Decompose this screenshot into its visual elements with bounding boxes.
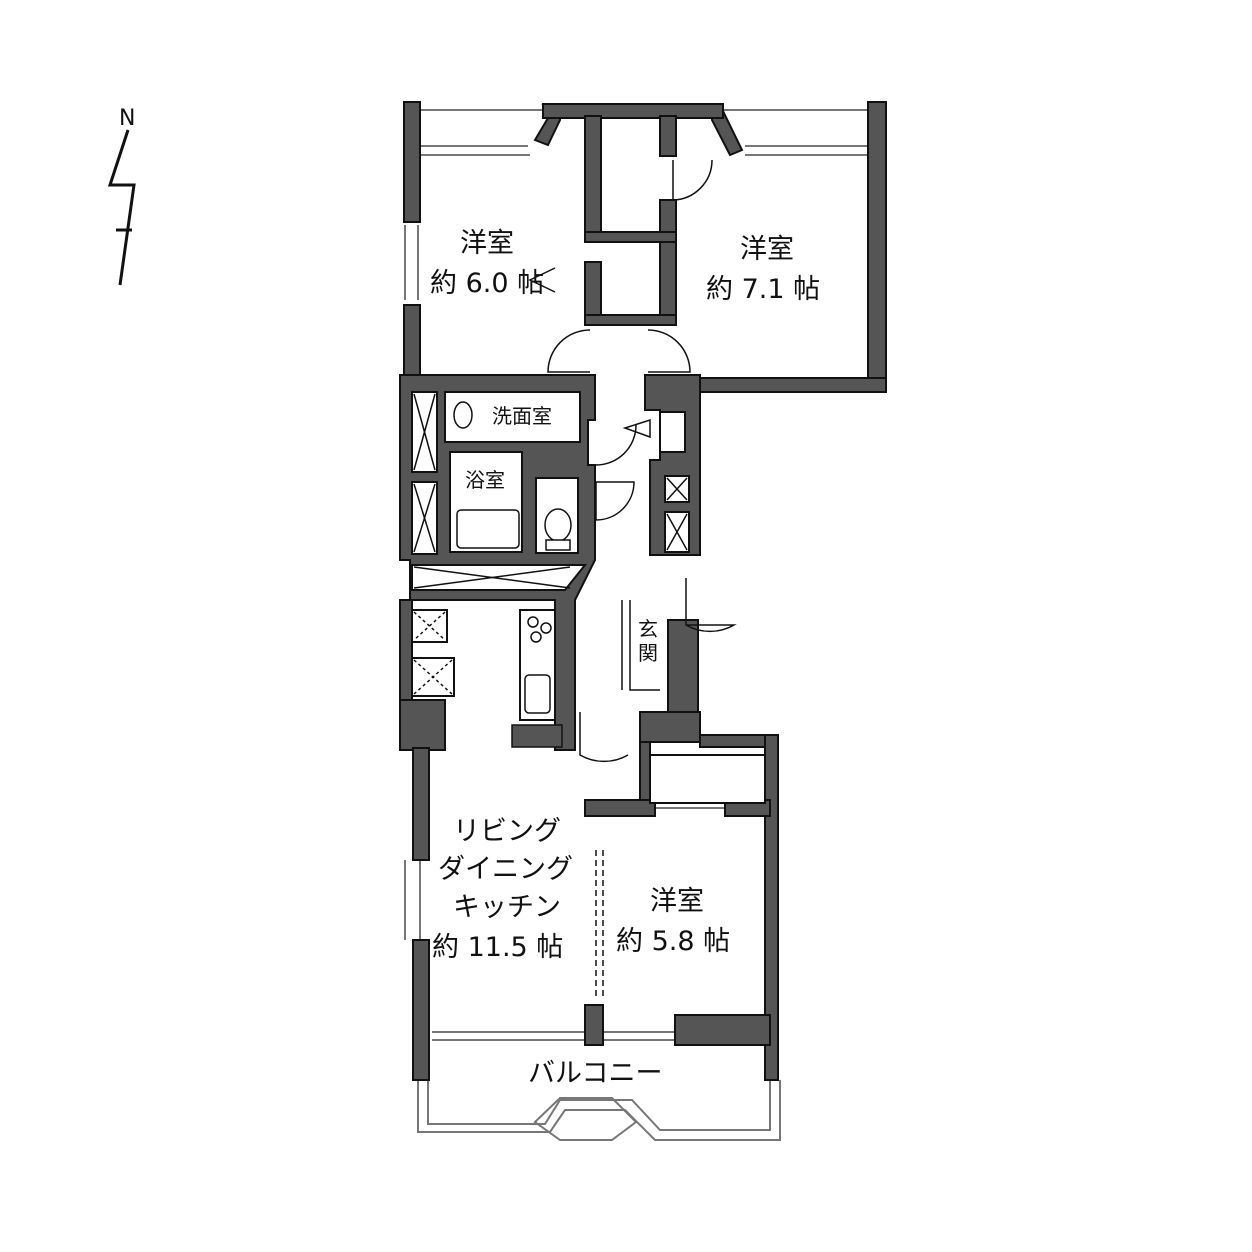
sanitary-fixtures [453,401,572,748]
bathroom-label: 浴室 [465,468,505,492]
window-lines [404,109,878,1041]
room-s-name: 洋室 [650,886,704,917]
stove-burner-icon [527,616,539,628]
room-nw-name: 洋室 [460,228,514,259]
balcony-label: バルコニー [528,1058,662,1089]
entrance-label-1: 玄 [638,617,658,641]
room-nw-area: 約 6.0 帖 [430,268,544,299]
fixture-marks [413,393,688,695]
entrance-label-2: 関 [638,641,658,665]
room-s-area: 約 5.8 帖 [616,926,730,957]
room-labels: 洋室 約 6.0 帖 洋室 約 7.1 帖 洗面室 浴室 玄 関 リビング ダイ… [430,228,820,1089]
ldk-label-3: キッチン [453,892,561,923]
ldk-area: 約 11.5 帖 [432,932,563,963]
ldk-label-2: ダイニング [438,854,573,885]
room-ne-name: 洋室 [740,234,794,265]
washroom-label: 洗面室 [492,404,552,428]
balcony-outline [417,1080,781,1141]
door-swings [528,159,737,1000]
ldk-label-1: リビング [453,816,561,847]
compass-north-label: N [119,106,135,131]
kitchen-sink-icon [524,674,551,714]
toilet-tank-icon [545,539,571,551]
bathtub-icon [456,509,520,549]
walls [399,101,887,1081]
room-ne-area: 約 7.1 帖 [706,274,820,305]
toilet-icon [544,508,572,542]
compass: N [107,106,136,286]
compass-arrow-icon [107,129,136,286]
washbasin-icon [453,401,473,429]
